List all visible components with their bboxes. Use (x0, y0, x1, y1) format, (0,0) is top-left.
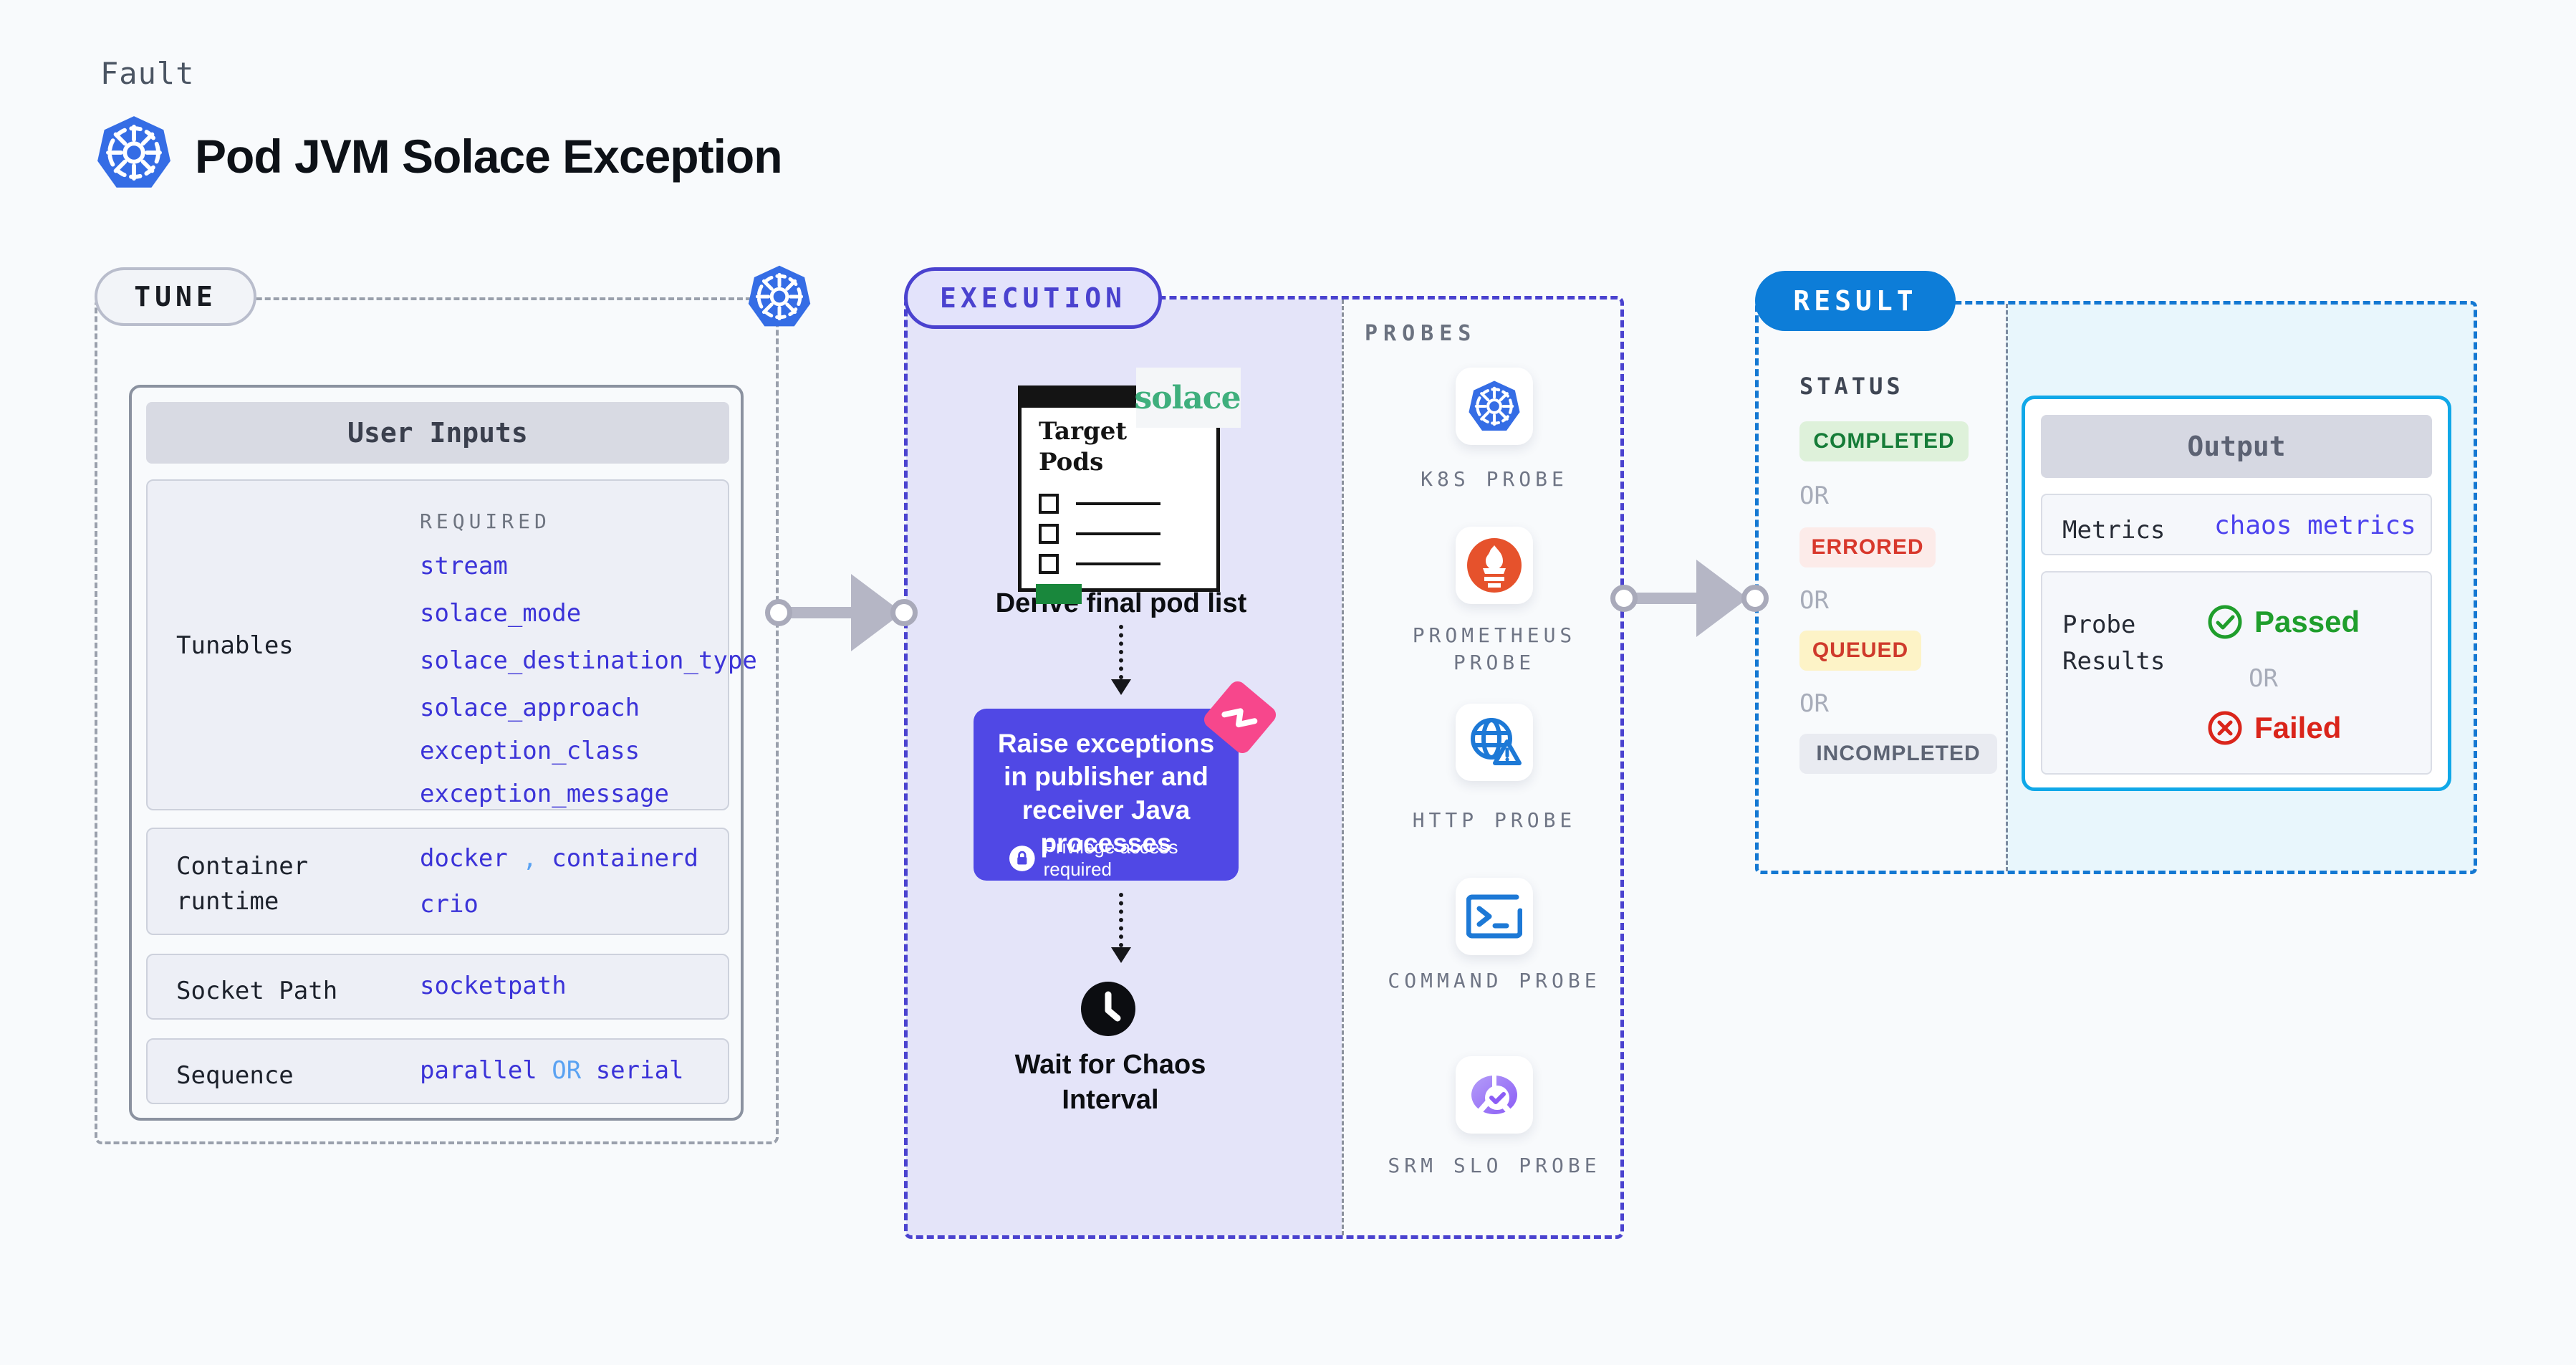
tunable-value: stream (420, 552, 508, 580)
probe-label: K8S PROBE (1421, 467, 1568, 491)
tunable-value: exception_message (420, 780, 669, 808)
http-probe-card (1456, 704, 1533, 781)
socket-path-label: Socket Path (176, 977, 338, 1005)
socket-path-value: socketpath (420, 972, 567, 1000)
clock-icon (1081, 982, 1135, 1036)
http-globe-icon (1471, 718, 1522, 765)
or-label: OR (2249, 664, 2278, 693)
container-runtime-row: Container runtime docker , containerd cr… (146, 828, 729, 935)
window-button (1036, 584, 1082, 604)
target-pods-window: Target Pods (1018, 385, 1220, 604)
probe-label: HTTP PROBE (1412, 808, 1577, 832)
srm-slo-probe-card (1456, 1056, 1533, 1134)
probes-title: PROBES (1365, 321, 1477, 346)
flow-arrowhead (1111, 679, 1131, 695)
execution-badge: EXECUTION (904, 267, 1162, 329)
pod-line (1076, 502, 1160, 505)
metrics-row: Metrics chaos metrics (2041, 494, 2432, 555)
sequence-value: parallel OR serial (420, 1056, 684, 1085)
prometheus-icon (1467, 538, 1522, 593)
user-inputs-title: User Inputs (146, 402, 729, 464)
chaos-pink-icon (1201, 678, 1279, 757)
tunable-value: solace_approach (420, 694, 640, 722)
kubernetes-icon (1468, 380, 1521, 433)
prometheus-probe-card (1456, 527, 1533, 604)
connector-arrow (1630, 593, 1702, 604)
status-badge-incompleted: INCOMPLETED (1799, 734, 1997, 774)
user-inputs-card: User Inputs Tunables REQUIRED stream sol… (129, 385, 757, 1121)
tunables-row: Tunables REQUIRED stream solace_mode sol… (146, 479, 757, 810)
status-badge-completed: COMPLETED (1799, 421, 1969, 461)
tune-badge: TUNE (95, 267, 256, 326)
connector-dot (1610, 585, 1638, 612)
result-badge: RESULT (1755, 271, 1956, 331)
chaos-action-card: Raise exceptions in publisher and receiv… (974, 709, 1239, 881)
probe-results-row: Probe Results Passed OR Failed (2041, 571, 2432, 775)
probe-label: SRM SLO PROBE (1388, 1154, 1601, 1177)
command-probe-card (1456, 878, 1533, 955)
container-runtime-label: Container runtime (176, 852, 309, 916)
container-runtime-values: docker , containerd (420, 844, 698, 873)
kubernetes-icon (96, 115, 172, 191)
k8s-probe-card (1456, 368, 1533, 445)
pod-line (1076, 532, 1160, 535)
page-title: Pod JVM Solace Exception (195, 130, 783, 183)
lock-icon (1009, 846, 1035, 871)
probe-label: COMMAND PROBE (1388, 969, 1601, 992)
flow-dotted-line (1119, 893, 1123, 947)
fault-kicker: Fault (100, 56, 195, 91)
status-title: STATUS (1799, 373, 1904, 400)
connector-dot (765, 599, 792, 626)
socket-path-row: Socket Path socketpath (146, 954, 729, 1020)
metrics-value: chaos metrics (2214, 511, 2416, 540)
tunable-value: exception_class (420, 737, 640, 765)
probe-results-label: Probe Results (2062, 610, 2166, 676)
failed-x-icon (2208, 711, 2242, 745)
tunable-value: solace_destination_type (420, 646, 757, 675)
execution-section-frame (904, 296, 1624, 1239)
connector-dot (890, 599, 918, 626)
connector-arrow (785, 607, 857, 618)
kubernetes-icon (747, 264, 812, 329)
chaos-action-text: Raise exceptions in publisher and receiv… (997, 729, 1215, 858)
privilege-note: Privilege access required (1043, 836, 1178, 880)
failed-label: Failed (2254, 711, 2342, 744)
output-title: Output (2041, 415, 2432, 478)
connector-dot (1741, 585, 1769, 612)
status-badge-errored: ERRORED (1799, 527, 1936, 567)
pod-checkbox (1039, 554, 1059, 574)
or-label: OR (1799, 689, 1829, 718)
tune-section-frame (95, 297, 779, 1144)
probe-label: PROMETHEUS PROBE (1412, 623, 1577, 674)
metrics-label: Metrics (2062, 516, 2166, 545)
pod-checkbox (1039, 524, 1059, 544)
pod-line (1076, 562, 1160, 565)
or-label: OR (1799, 586, 1829, 615)
target-pods-title: Target Pods (1039, 417, 1128, 476)
connector-arrowhead (1696, 560, 1748, 637)
output-card: Output Metrics chaos metrics Probe Resul… (2022, 396, 2451, 791)
tunable-value: solace_mode (420, 599, 582, 628)
passed-label: Passed (2254, 605, 2360, 638)
container-runtime-value-crio: crio (420, 890, 479, 919)
status-badge-queued: QUEUED (1799, 631, 1921, 671)
flow-dotted-line (1119, 625, 1123, 679)
pod-checkbox (1039, 494, 1059, 514)
sequence-row: Sequence parallel OR serial (146, 1038, 729, 1104)
passed-check-icon (2208, 605, 2242, 639)
or-label: OR (1799, 482, 1829, 510)
required-label: REQUIRED (420, 509, 551, 533)
tunables-label: Tunables (176, 631, 294, 660)
solace-logo: solace (1134, 368, 1241, 428)
flow-arrowhead (1111, 947, 1131, 963)
wait-chaos-interval-label: Wait for Chaos Interval (1014, 1050, 1206, 1115)
srm-slo-gauge-icon (1471, 1076, 1517, 1116)
sequence-label: Sequence (176, 1061, 294, 1090)
terminal-icon (1466, 894, 1522, 939)
